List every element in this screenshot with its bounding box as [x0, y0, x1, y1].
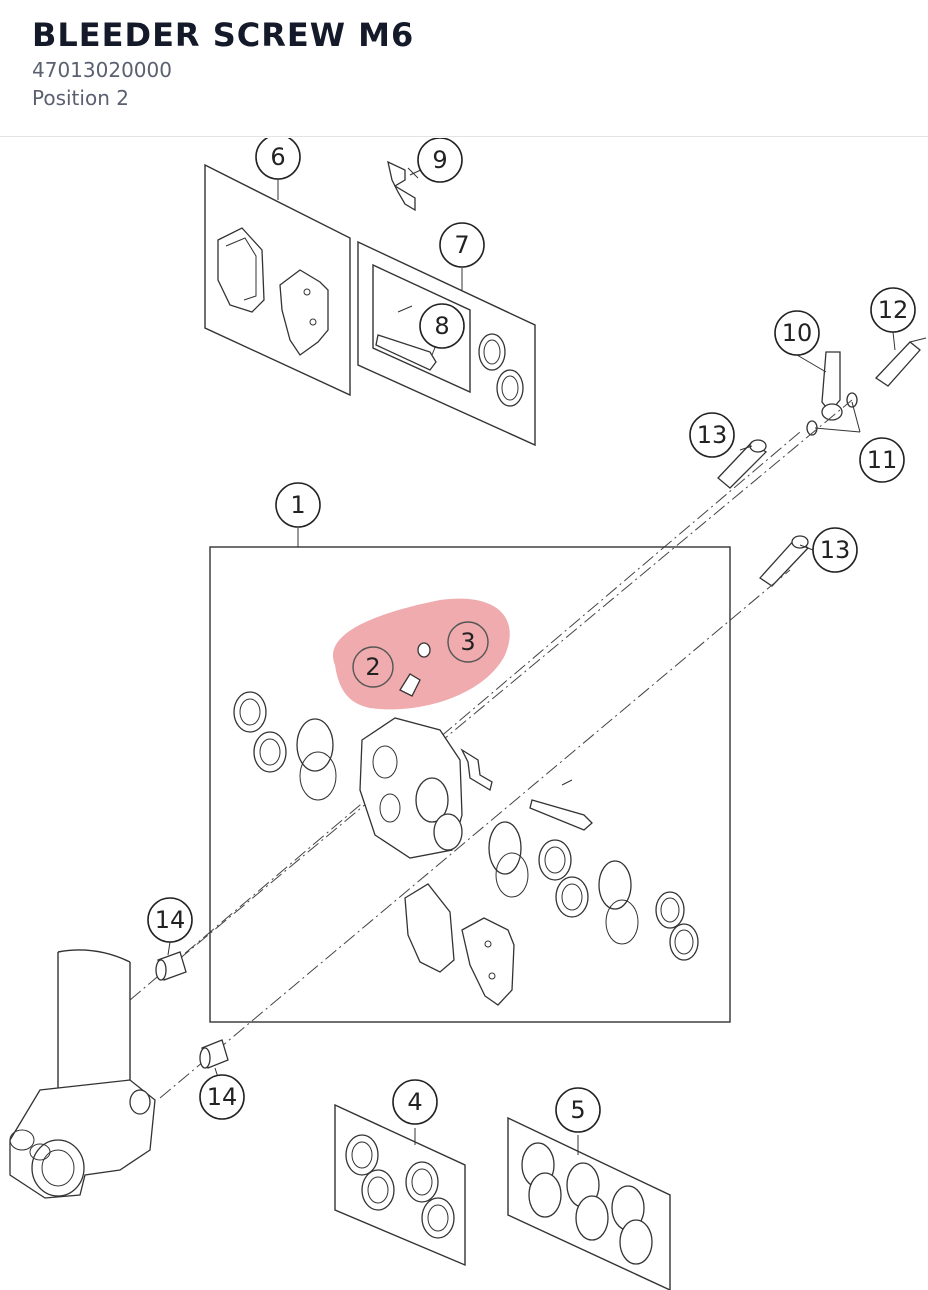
brake-pad-icon — [217, 227, 265, 313]
svg-text:13: 13 — [820, 536, 851, 564]
callout-11: 11 — [859, 437, 905, 483]
callout-13-upper: 13 — [689, 412, 735, 458]
svg-text:10: 10 — [782, 319, 813, 347]
svg-text:12: 12 — [878, 296, 909, 324]
svg-text:4: 4 — [407, 1088, 422, 1116]
callout-7: 7 — [439, 222, 485, 268]
banjo-parts — [806, 337, 927, 436]
caliper-box-1 — [209, 528, 731, 1023]
callout-5: 5 — [555, 1087, 601, 1133]
callout-13-lower: 13 — [812, 527, 858, 573]
bushing-14-lower — [199, 1039, 229, 1069]
callout-14-upper: 14 — [147, 897, 193, 943]
bushing-14-upper — [155, 951, 187, 981]
fork-leg — [9, 949, 156, 1199]
svg-text:6: 6 — [270, 143, 285, 171]
exploded-diagram: 1 2 3 4 5 6 7 8 9 10 11 12 — [9, 138, 927, 1290]
callout-4: 4 — [392, 1079, 438, 1125]
svg-text:9: 9 — [432, 146, 447, 174]
seal-icon — [496, 369, 524, 407]
callout-12: 12 — [870, 287, 916, 333]
svg-text:11: 11 — [867, 446, 898, 474]
kit-box-7 — [357, 240, 536, 447]
svg-text:14: 14 — [207, 1083, 238, 1111]
svg-text:8: 8 — [434, 312, 449, 340]
bolt-13-lower — [759, 535, 809, 587]
callout-14-lower: 14 — [199, 1074, 245, 1120]
part-position: Position 2 — [32, 86, 129, 110]
callout-9: 9 — [417, 138, 463, 183]
pin-icon — [375, 334, 437, 371]
kit-box-5 — [507, 1116, 671, 1290]
part-title: BLEEDER SCREW M6 — [32, 16, 415, 54]
callout-6: 6 — [255, 138, 301, 180]
kit-box-6 — [204, 163, 351, 397]
callout-1: 1 — [275, 482, 321, 528]
svg-text:14: 14 — [155, 906, 186, 934]
seal-icon — [478, 333, 506, 371]
svg-text:1: 1 — [290, 491, 305, 519]
bolt-13-upper — [717, 439, 768, 489]
callout-8: 8 — [419, 303, 465, 349]
brake-pad-icon — [279, 269, 329, 356]
svg-text:7: 7 — [454, 231, 469, 259]
kit-box-4 — [334, 1103, 466, 1267]
callout-2[interactable]: 2 — [352, 646, 394, 688]
svg-text:13: 13 — [697, 421, 728, 449]
callout-10: 10 — [774, 310, 820, 356]
svg-text:3: 3 — [460, 628, 475, 656]
part-number: 47013020000 — [32, 58, 172, 82]
part-header: BLEEDER SCREW M6 47013020000 Position 2 — [0, 0, 928, 137]
svg-text:2: 2 — [365, 653, 380, 681]
callout-3: 3 — [447, 621, 489, 663]
svg-text:5: 5 — [570, 1096, 585, 1124]
